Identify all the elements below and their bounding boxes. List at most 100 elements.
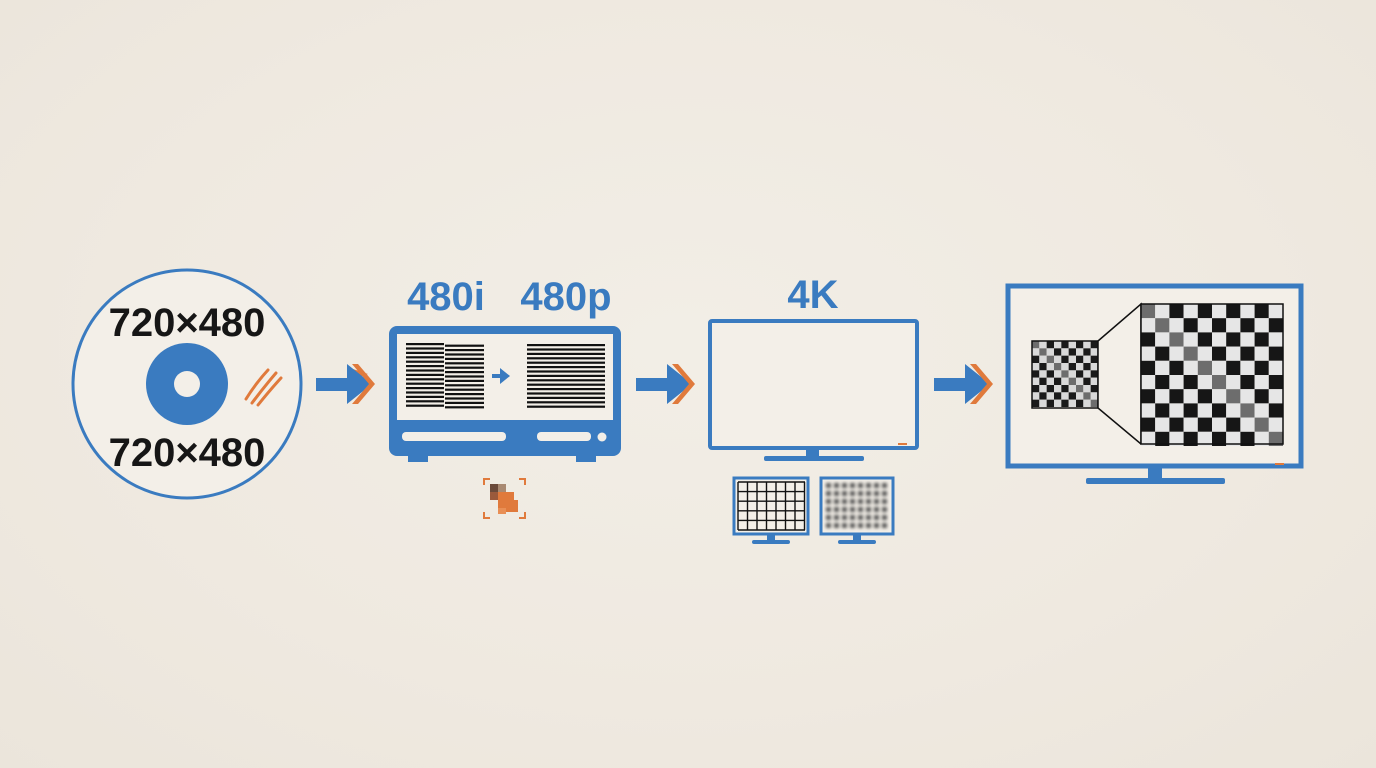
checker-cell bbox=[1268, 431, 1283, 446]
checker-cell bbox=[1061, 341, 1069, 349]
checker-cell bbox=[1039, 341, 1047, 349]
checker-cell bbox=[1083, 348, 1091, 356]
checker-cell bbox=[1155, 304, 1170, 319]
checker-cell bbox=[1090, 341, 1098, 349]
sharp-grid-monitor-icon bbox=[732, 476, 810, 544]
checker-cell bbox=[1046, 370, 1054, 378]
blur-cell bbox=[882, 515, 887, 520]
checker-cell bbox=[1090, 370, 1098, 378]
checker-cell bbox=[1141, 389, 1156, 404]
scan-line bbox=[406, 351, 444, 354]
scan-line bbox=[445, 384, 484, 387]
checker-cell bbox=[1155, 431, 1170, 446]
checker-cell bbox=[1054, 399, 1062, 407]
checker-cell bbox=[1226, 360, 1241, 375]
scan-line bbox=[406, 404, 444, 407]
checker-cell bbox=[1068, 363, 1076, 371]
checker-cell bbox=[1197, 360, 1212, 375]
blur-cell bbox=[834, 507, 839, 512]
checker-cell bbox=[1068, 370, 1076, 378]
checker-cell bbox=[1197, 389, 1212, 404]
blur-cell bbox=[826, 523, 831, 528]
checker-cell bbox=[1240, 417, 1255, 432]
checker-cell bbox=[1083, 370, 1091, 378]
checker-cell bbox=[1076, 377, 1084, 385]
checker-cell bbox=[1268, 332, 1283, 347]
checker-cell bbox=[1046, 392, 1054, 400]
player-stage: 480i 480p bbox=[389, 275, 621, 519]
checker-cell bbox=[1090, 355, 1098, 363]
checker-cell bbox=[1068, 377, 1076, 385]
blur-cell bbox=[882, 499, 887, 504]
blur-cell bbox=[834, 499, 839, 504]
checker-cell bbox=[1090, 363, 1098, 371]
checker-cell bbox=[1212, 375, 1227, 390]
scan-line bbox=[527, 388, 605, 391]
scan-line bbox=[527, 361, 605, 364]
blur-cell bbox=[834, 515, 839, 520]
scan-line bbox=[527, 344, 605, 347]
blur-cell bbox=[842, 499, 847, 504]
checker-cell bbox=[1076, 348, 1084, 356]
blur-cell bbox=[850, 507, 855, 512]
checker-cell bbox=[1068, 385, 1076, 393]
checker-cell bbox=[1054, 355, 1062, 363]
checker-cell bbox=[1054, 348, 1062, 356]
checker-cell bbox=[1061, 363, 1069, 371]
blur-cell bbox=[850, 483, 855, 488]
checker-cell bbox=[1054, 370, 1062, 378]
checker-cell bbox=[1212, 318, 1227, 333]
blur-cell bbox=[834, 491, 839, 496]
checker-cell bbox=[1032, 348, 1040, 356]
scan-line bbox=[527, 352, 605, 355]
checker-cell bbox=[1254, 389, 1269, 404]
checker-cell bbox=[1212, 360, 1227, 375]
checker-cell bbox=[1054, 377, 1062, 385]
checker-cell bbox=[1169, 417, 1184, 432]
scan-line bbox=[406, 400, 444, 403]
checker-cell bbox=[1076, 341, 1084, 349]
checker-cell bbox=[1046, 377, 1054, 385]
checker-cell bbox=[1254, 360, 1269, 375]
checker-cell bbox=[1076, 363, 1084, 371]
blur-cell bbox=[866, 491, 871, 496]
checker-cell bbox=[1212, 431, 1227, 446]
checker-cell bbox=[1141, 332, 1156, 347]
checker-cell bbox=[1068, 341, 1076, 349]
checker-cell bbox=[1155, 318, 1170, 333]
checker-cell bbox=[1155, 346, 1170, 361]
blur-cell bbox=[826, 515, 831, 520]
blur-cell bbox=[874, 491, 879, 496]
checker-cell bbox=[1039, 392, 1047, 400]
checker-cell bbox=[1032, 363, 1040, 371]
checker-cell bbox=[1226, 431, 1241, 446]
scan-line bbox=[406, 347, 444, 350]
checker-cell bbox=[1226, 346, 1241, 361]
blur-cell bbox=[826, 507, 831, 512]
checker-cell bbox=[1046, 363, 1054, 371]
checker-cell bbox=[1169, 304, 1184, 319]
blur-cell bbox=[826, 499, 831, 504]
scan-line bbox=[406, 378, 444, 381]
checker-cell bbox=[1197, 346, 1212, 361]
checker-cell bbox=[1141, 346, 1156, 361]
scan-line bbox=[527, 348, 605, 351]
checker-cell bbox=[1141, 417, 1156, 432]
scan-line bbox=[445, 357, 484, 360]
blur-cell bbox=[874, 515, 879, 520]
tv-icon bbox=[708, 319, 919, 461]
checker-cell bbox=[1240, 403, 1255, 418]
checker-cell bbox=[1226, 332, 1241, 347]
checker-cell bbox=[1169, 332, 1184, 347]
checker-cell bbox=[1254, 431, 1269, 446]
input-mode-label: 480i bbox=[407, 275, 485, 319]
blur-cell bbox=[834, 523, 839, 528]
checker-cell bbox=[1155, 403, 1170, 418]
checker-cell bbox=[1197, 417, 1212, 432]
blur-cell bbox=[850, 491, 855, 496]
checker-cell bbox=[1061, 399, 1069, 407]
blur-cell bbox=[874, 499, 879, 504]
scan-line bbox=[445, 344, 484, 347]
scan-line bbox=[527, 383, 605, 386]
